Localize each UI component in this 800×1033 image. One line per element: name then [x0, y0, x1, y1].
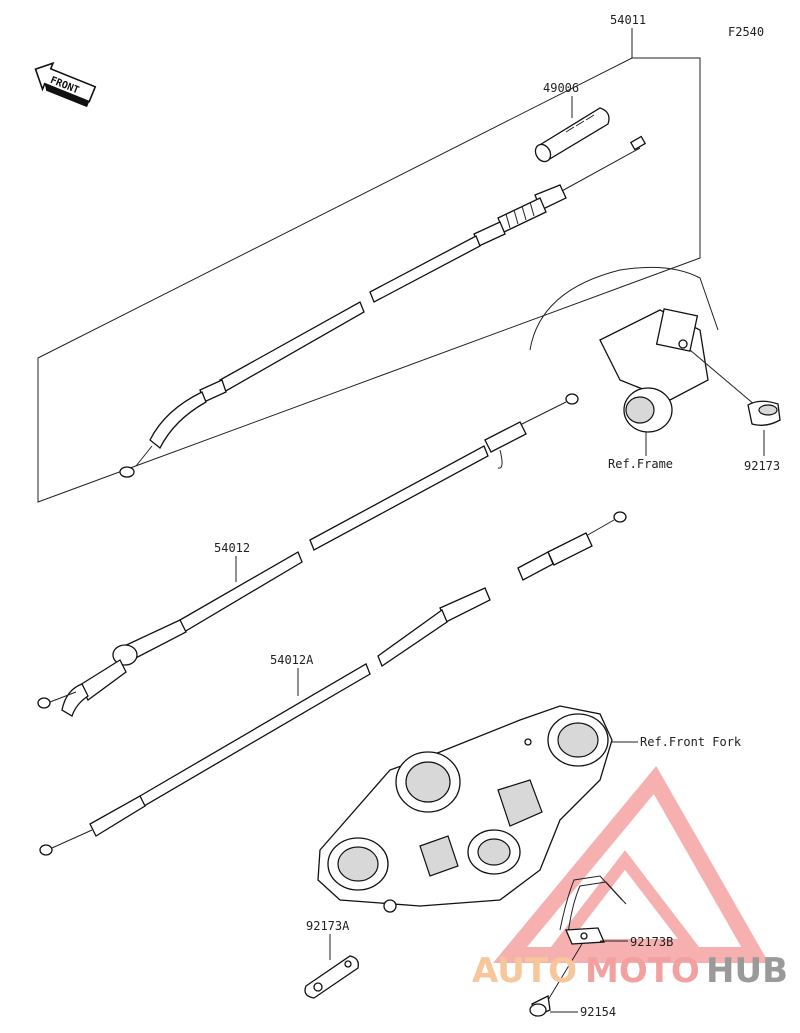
- front-fork-bracket: [317, 705, 613, 913]
- part-label-54011: 54011: [610, 13, 646, 27]
- bolt-92154: [529, 995, 551, 1017]
- clutch-cable-54012a: [39, 511, 627, 856]
- group-outline-54011: [37, 57, 701, 503]
- watermark-triangle-big: [492, 765, 769, 963]
- ref-frame-label: Ref.Frame: [608, 457, 673, 471]
- clutch-cable-54012: [37, 393, 579, 717]
- watermark-auto: AUTO: [472, 951, 577, 991]
- watermark-hub: HUB: [706, 951, 788, 991]
- leader-92154-up: [547, 943, 583, 1001]
- part-label-49006: 49006: [543, 81, 579, 95]
- frame-bracket: [529, 266, 719, 433]
- strap-92173a: [304, 955, 359, 999]
- ref-front-fork-label: Ref.Front Fork: [640, 735, 742, 749]
- figure-code: F2540: [728, 25, 764, 39]
- watermark-moto: MOTO: [585, 951, 700, 991]
- part-label-92154: 92154: [580, 1005, 616, 1019]
- front-arrow-icon: FRONT: [34, 61, 97, 108]
- leader-92173: [689, 349, 756, 406]
- part-label-92173b: 92173B: [630, 935, 673, 949]
- rubber-boot-49006: [534, 107, 610, 163]
- cable-guide-92173b: [559, 875, 627, 945]
- clamp-92173: [747, 400, 781, 426]
- throttle-cable-54011: [119, 135, 647, 478]
- part-label-92173: 92173: [744, 459, 780, 473]
- watermark-logo: [492, 765, 769, 963]
- part-label-54012: 54012: [214, 541, 250, 555]
- watermark-text: AUTO MOTO HUB: [472, 951, 788, 991]
- part-label-54012a: 54012A: [270, 653, 314, 667]
- part-label-92173a: 92173A: [306, 919, 350, 933]
- watermark-triangle-small: [547, 850, 703, 951]
